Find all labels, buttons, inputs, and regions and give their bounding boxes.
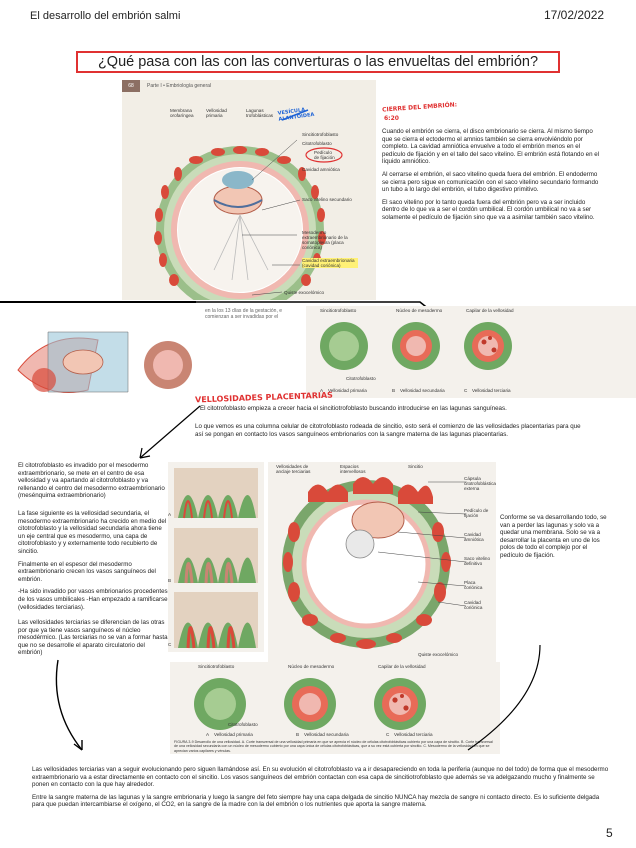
note-paragraph: Entre la sangre materna de las lagunas y… [32, 793, 600, 809]
page-number: 5 [606, 826, 613, 840]
book-page-number: 68 [122, 80, 140, 92]
figure1-label: Saco vitelino secundario [302, 197, 352, 202]
villi-label: Núcleo de mesodermo [396, 308, 443, 313]
note-paragraph: Al cerrarse el embrión, el saco vitelino… [382, 170, 599, 194]
figure2-label: Saco vitelino definitivo [464, 556, 491, 566]
page-title: ¿Qué pasa con las con las converturas o … [76, 51, 560, 73]
note-paragraph: Las vellosidades terciarias van a seguir… [32, 766, 609, 789]
villi-type-label: Vellosidad terciaria [394, 732, 433, 737]
book-figure-embryo: 68 Parte I • Embriología general Membran… [122, 80, 376, 300]
intro-line-1: El citotrofoblasto empieza a crecer haci… [200, 405, 507, 412]
villi-label: Citotrofoblasto [346, 376, 376, 381]
villi-dev-letter: C [168, 642, 172, 647]
early-embryo-diagrams [17, 331, 192, 393]
figure1-label: Lagunas trofoblásticas [246, 108, 274, 118]
villi-label: Capilar de la vellosidad [466, 308, 514, 313]
figure1-label: Cavidad extraembrionaria (cavidad corión… [302, 258, 358, 268]
curved-arrows [55, 644, 541, 751]
figure2-label: Cavidad coriónica [464, 600, 483, 610]
figure2-label: Cápsula citotrofoblástica externa [464, 476, 496, 491]
figure1-label: Quiste exocelómico [284, 290, 325, 295]
figure2-label: Cavidad amniótica [464, 532, 484, 542]
figure1-label: Sincitiotrofoblasto [302, 132, 339, 137]
figure1-label: Mesodermo extraembrionario de la somatop… [302, 230, 348, 250]
villi-type-letter: A [206, 732, 210, 737]
villi-figure-bottom: Sincitiotrofoblasto Núcleo de mesodermo … [170, 662, 500, 754]
right-side-note: Conforme se va desarrollando todo, se va… [500, 514, 607, 559]
note-paragraph: La fase siguiente es la vellosidad secun… [18, 509, 167, 555]
villi-type-label: Vellosidad terciaria [472, 388, 511, 393]
villi-type-label: Vellosidad secundaria [304, 732, 349, 737]
villi-figure-caption: FIGURA 3-9 Desarrollo de una vellosidad.… [174, 740, 493, 753]
embryo-cross-section-illustration [154, 109, 343, 300]
villi-label: Citotrofoblasto [228, 722, 258, 727]
bottom-notes: Las vellosidades terciarias van a seguir… [32, 766, 610, 814]
figure2-label: Vellosidades de anclaje terciarias [276, 464, 311, 474]
villi-cross-sections-2 [194, 678, 426, 730]
figure2-label: Pedículo de fijación [464, 508, 489, 518]
figure2-label: Sincitio [408, 464, 423, 469]
document-date: 17/02/2022 [544, 8, 605, 22]
villi-longitudinal-illustration [174, 468, 258, 649]
villi-type-letter: B [296, 732, 300, 737]
note-paragraph: Finalmente en el espesor del mesodermo e… [18, 560, 156, 583]
book-figure-embryo-2: Vellosidades de anclaje terciarias Espac… [268, 462, 496, 662]
figure1-label: Vellosidad primaria [206, 108, 227, 118]
villi-label: Sincitiotrofoblasto [198, 664, 235, 669]
note-paragraph: -Ha sido invadido por vasos embrionarios… [18, 588, 168, 611]
figure2-label: Quiste exocelómico [418, 652, 459, 657]
book-part-header: Parte I • Embriología general [147, 83, 212, 89]
right-notes: Cuando el embrión se cierra, el disco em… [382, 128, 604, 227]
villi-type-label: Vellosidad primaria [328, 388, 367, 393]
intro-line-2: Lo que vemos es una columna celular de c… [195, 423, 581, 438]
pointer-arrow [139, 405, 201, 459]
villi-label: Núcleo de mesodermo [288, 664, 335, 669]
left-notes: El citotrofoblasto es invadido por el me… [18, 462, 168, 662]
villi-dev-letter: B [168, 578, 172, 583]
villi-development-figure: A B C [168, 462, 264, 652]
villi-label: Sincitiotrofoblasto [320, 308, 357, 313]
figure1-label: Cavidad amniótica [302, 167, 340, 172]
villi-dev-letter: A [168, 512, 172, 517]
figure1-label: Pedículo de fijación [314, 150, 335, 160]
embryo-placenta-illustration [282, 477, 467, 649]
figure2-label: Placa coriónica [464, 580, 483, 590]
figure1-label: Membrana orofaríngea [170, 108, 194, 118]
book-caption-snippet: en la los 13 días de la gestación, e com… [205, 308, 282, 320]
note-paragraph: Las vellosidades terciarias se diferenci… [18, 619, 168, 657]
villi-figure-top: Sincitiotrofoblasto Núcleo de mesodermo … [306, 306, 636, 398]
handwritten-red-title: CIERRE DEL EMBRIÓN: [381, 101, 458, 114]
figure1-label: Citotrofoblasto [302, 141, 332, 146]
villi-type-letter: C [386, 732, 390, 737]
villi-type-letter: C [464, 388, 468, 393]
villi-label: Capilar de la vellosidad [378, 664, 426, 669]
villi-cross-sections [320, 322, 512, 370]
note-paragraph: Cuando el embrión se cierra, el disco em… [382, 128, 600, 166]
villi-type-letter: B [392, 388, 396, 393]
note-paragraph: El citotrofoblasto es invadido por el me… [18, 462, 165, 500]
handwritten-red-time: 6:20 [384, 115, 399, 122]
villi-type-label: Vellosidad secundaria [400, 388, 445, 393]
note-paragraph: El saco vitelino por lo tanto queda fuer… [382, 198, 595, 221]
figure2-label: Espacios intervellosos [340, 464, 366, 474]
document-title: El desarrollo del embrión salmi [30, 10, 181, 22]
villi-type-letter: A [320, 388, 324, 393]
villi-type-label: Vellosidad primaria [214, 732, 253, 737]
